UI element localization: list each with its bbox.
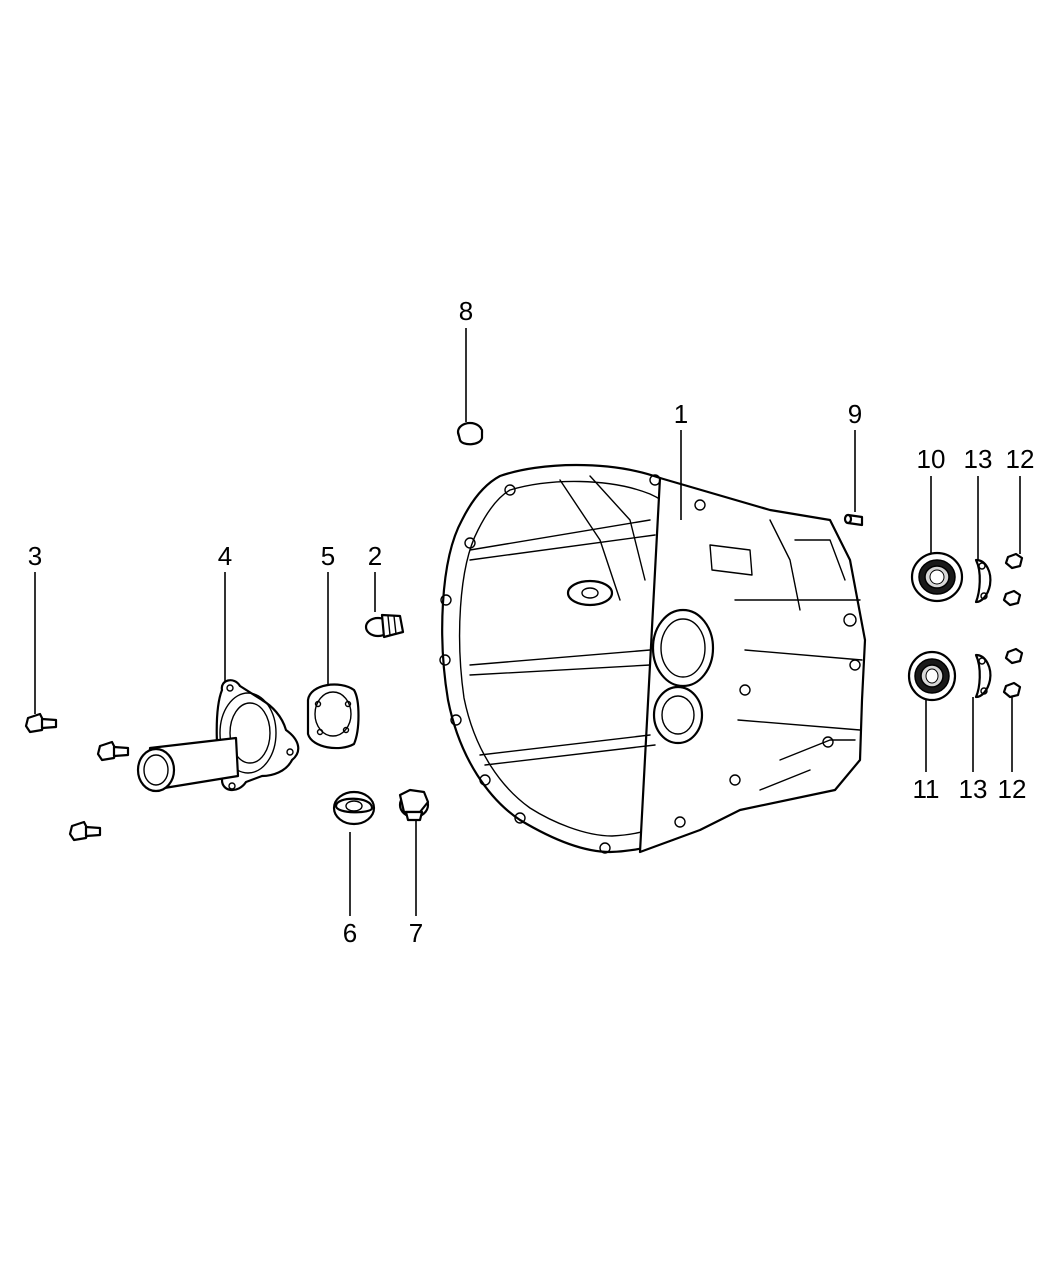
callout-11: 11 [913,774,940,804]
callout-5: 5 [321,541,335,571]
bearing-part-11 [907,650,957,702]
callout-8: 8 [459,296,473,326]
callout-12-upper: 12 [1006,444,1035,474]
bolt-part-4b [68,820,102,842]
drain-plug-part-7 [398,788,430,822]
callout-7: 7 [409,918,423,948]
callout-10: 10 [917,444,946,474]
bearing-retainer [136,679,300,793]
callout-labels: 1 2 3 4 5 6 7 8 9 10 11 12 12 13 13 [28,296,1035,948]
leader-lines [34,328,1021,916]
retainer-plate-part-13-lower [974,653,992,699]
bolt-part-3 [24,712,58,734]
callout-6: 6 [343,918,357,948]
cup-plug-part-8 [456,421,484,446]
callout-13-upper: 13 [964,444,993,474]
retainer-plate-part-13-upper [974,558,992,604]
bearing-part-10 [910,551,964,603]
callout-12-lower: 12 [998,774,1027,804]
callout-3: 3 [28,541,42,571]
transmission-case [439,463,867,854]
washer-part-6 [332,790,376,826]
callout-1: 1 [674,399,688,429]
callout-9: 9 [848,399,862,429]
breather-plug [364,613,405,639]
nut-part-12-c [1004,647,1024,665]
nut-part-12-a [1004,552,1024,570]
seal-part-5 [306,683,360,750]
dowel-pin-part-9 [843,513,864,527]
callout-4: 4 [218,541,232,571]
nut-part-12-d [1002,681,1022,699]
callout-2: 2 [368,541,382,571]
callout-13-lower: 13 [959,774,988,804]
nut-part-12-b [1002,589,1022,607]
bolt-part-4a [96,740,130,762]
